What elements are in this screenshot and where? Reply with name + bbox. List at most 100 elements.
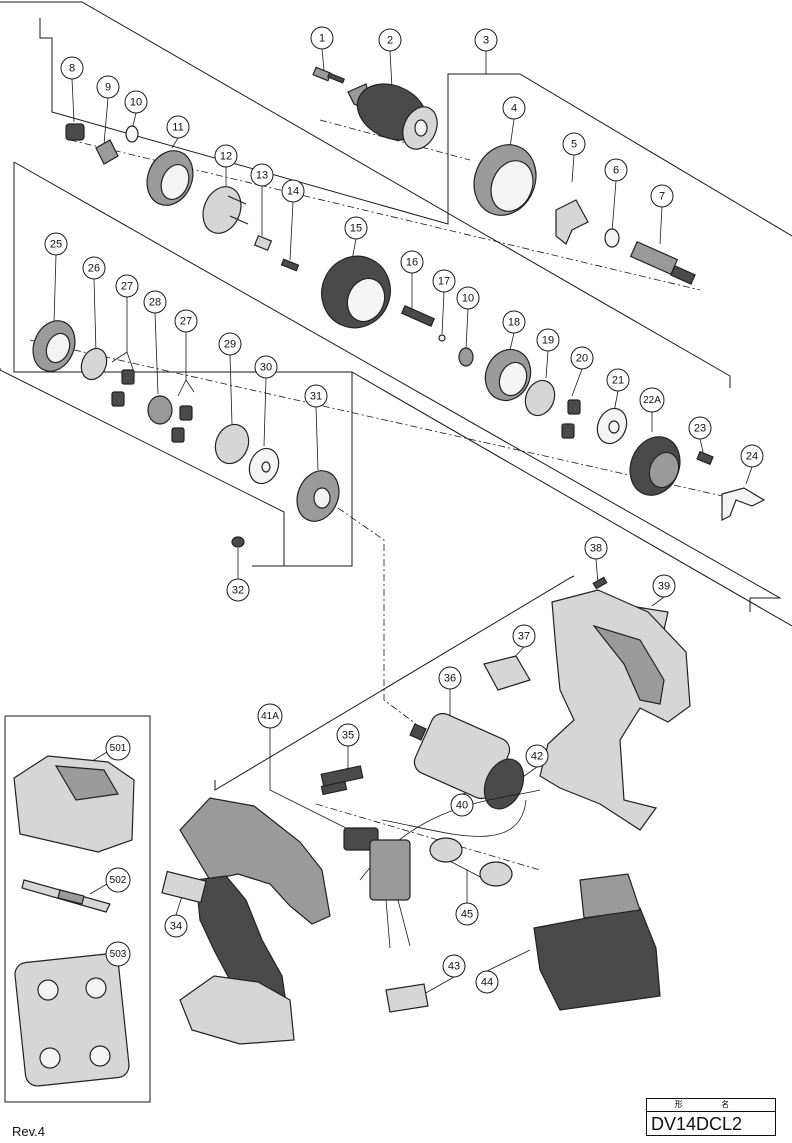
pin-13 [253,234,273,252]
callout-number: 17 [438,276,450,288]
callout-9: 9 [96,75,120,99]
callout-42: 42 [525,744,549,768]
callout-number: 5 [571,139,577,151]
callout-23: 23 [688,416,712,440]
callout-circle [281,179,305,203]
callout-18: 18 [502,310,526,334]
model-header-label: 形 名 [647,1099,775,1112]
spring-14 [280,258,300,272]
callout-circle [400,250,424,274]
callout-17: 17 [432,269,456,293]
callout-circle [82,256,106,280]
sun-gear-28 [147,395,173,425]
callout-circle [455,902,479,926]
callout-circle [652,574,676,598]
gear-9 [95,139,119,165]
callout-circle [336,723,360,747]
ring-gear-18 [484,348,532,402]
callout-3: 3 [474,28,498,52]
callout-number: 20 [576,353,588,365]
callout-circle [254,355,278,379]
connector-35 [320,765,364,796]
callout-number: 502 [110,875,127,886]
spring-16 [400,305,436,327]
callout-28: 28 [143,290,167,314]
callout-26: 26 [82,256,106,280]
callout-10: 10 [456,286,480,310]
callout-number: 31 [310,391,322,403]
callout-circle [740,444,764,468]
housing-right-half [539,589,691,831]
callout-number: 503 [110,949,127,960]
washer-10 [125,125,139,143]
callout-circle [604,158,628,182]
callout-circle [456,286,480,310]
callout-43: 43 [442,954,466,978]
callout-11: 11 [166,115,190,139]
model-number: DV14DCL2 [651,1114,743,1134]
lead-wires-2 [381,799,527,837]
callout-22a: 22A [639,387,665,413]
parts-body [161,576,691,1045]
screw-23 [696,450,714,466]
callout-27: 27 [174,309,198,333]
steel-ball-17 [438,334,446,342]
callout-circle [442,954,466,978]
callout-number: 15 [350,223,362,235]
nameplate-34 [161,870,207,904]
callout-circle [96,75,120,99]
terminals-45 [429,837,513,887]
washer-30 [248,447,280,485]
assembly-frames [0,1,792,1103]
clip-24 [721,487,766,521]
callout-circle [639,387,665,413]
callout-2: 2 [378,28,402,52]
callout-37: 37 [512,624,536,648]
callout-number: 28 [149,297,161,309]
callout-circle [432,269,456,293]
callout-number: 34 [170,921,182,933]
callout-circle [44,232,68,256]
callout-40: 40 [450,793,474,817]
ring-29 [214,423,250,465]
switch-plate-37 [483,655,531,691]
callout-circle [214,144,238,168]
callout-circle [60,56,84,80]
callout-19: 19 [536,328,560,352]
callout-number: 42 [531,751,543,763]
callout-number: 43 [448,961,460,973]
callout-number: 26 [88,263,100,275]
callout-10: 10 [124,90,148,114]
model-title-block: 形 名 DV14DCL2 [646,1098,776,1136]
callout-21: 21 [606,368,630,392]
callout-number: 3 [483,35,489,47]
callout-circle [650,184,674,208]
callout-15: 15 [344,216,368,240]
callout-circle [536,328,560,352]
callout-27: 27 [115,274,139,298]
callout-8: 8 [60,56,84,80]
callout-circle [584,536,608,560]
callout-38: 38 [584,536,608,560]
screw-1 [312,66,345,84]
callout-number: 16 [406,257,418,269]
callout-34: 34 [164,914,188,938]
leader-lines [53,48,753,995]
callout-number: 7 [659,191,665,203]
callout-number: 10 [130,97,142,109]
callout-circle [105,941,131,967]
callout-number: 38 [590,543,602,555]
stopper-5 [555,199,589,245]
callout-14: 14 [281,179,305,203]
parts-top-row [312,66,696,285]
housing-22a [629,436,681,496]
callout-circle [226,578,250,602]
callout-circle [166,115,190,139]
keyless-chuck-2 [347,83,438,150]
parts-second-row [65,123,766,521]
callout-number: 8 [69,63,75,75]
callout-number: 36 [444,673,456,685]
planet-gears-20 [561,399,581,439]
